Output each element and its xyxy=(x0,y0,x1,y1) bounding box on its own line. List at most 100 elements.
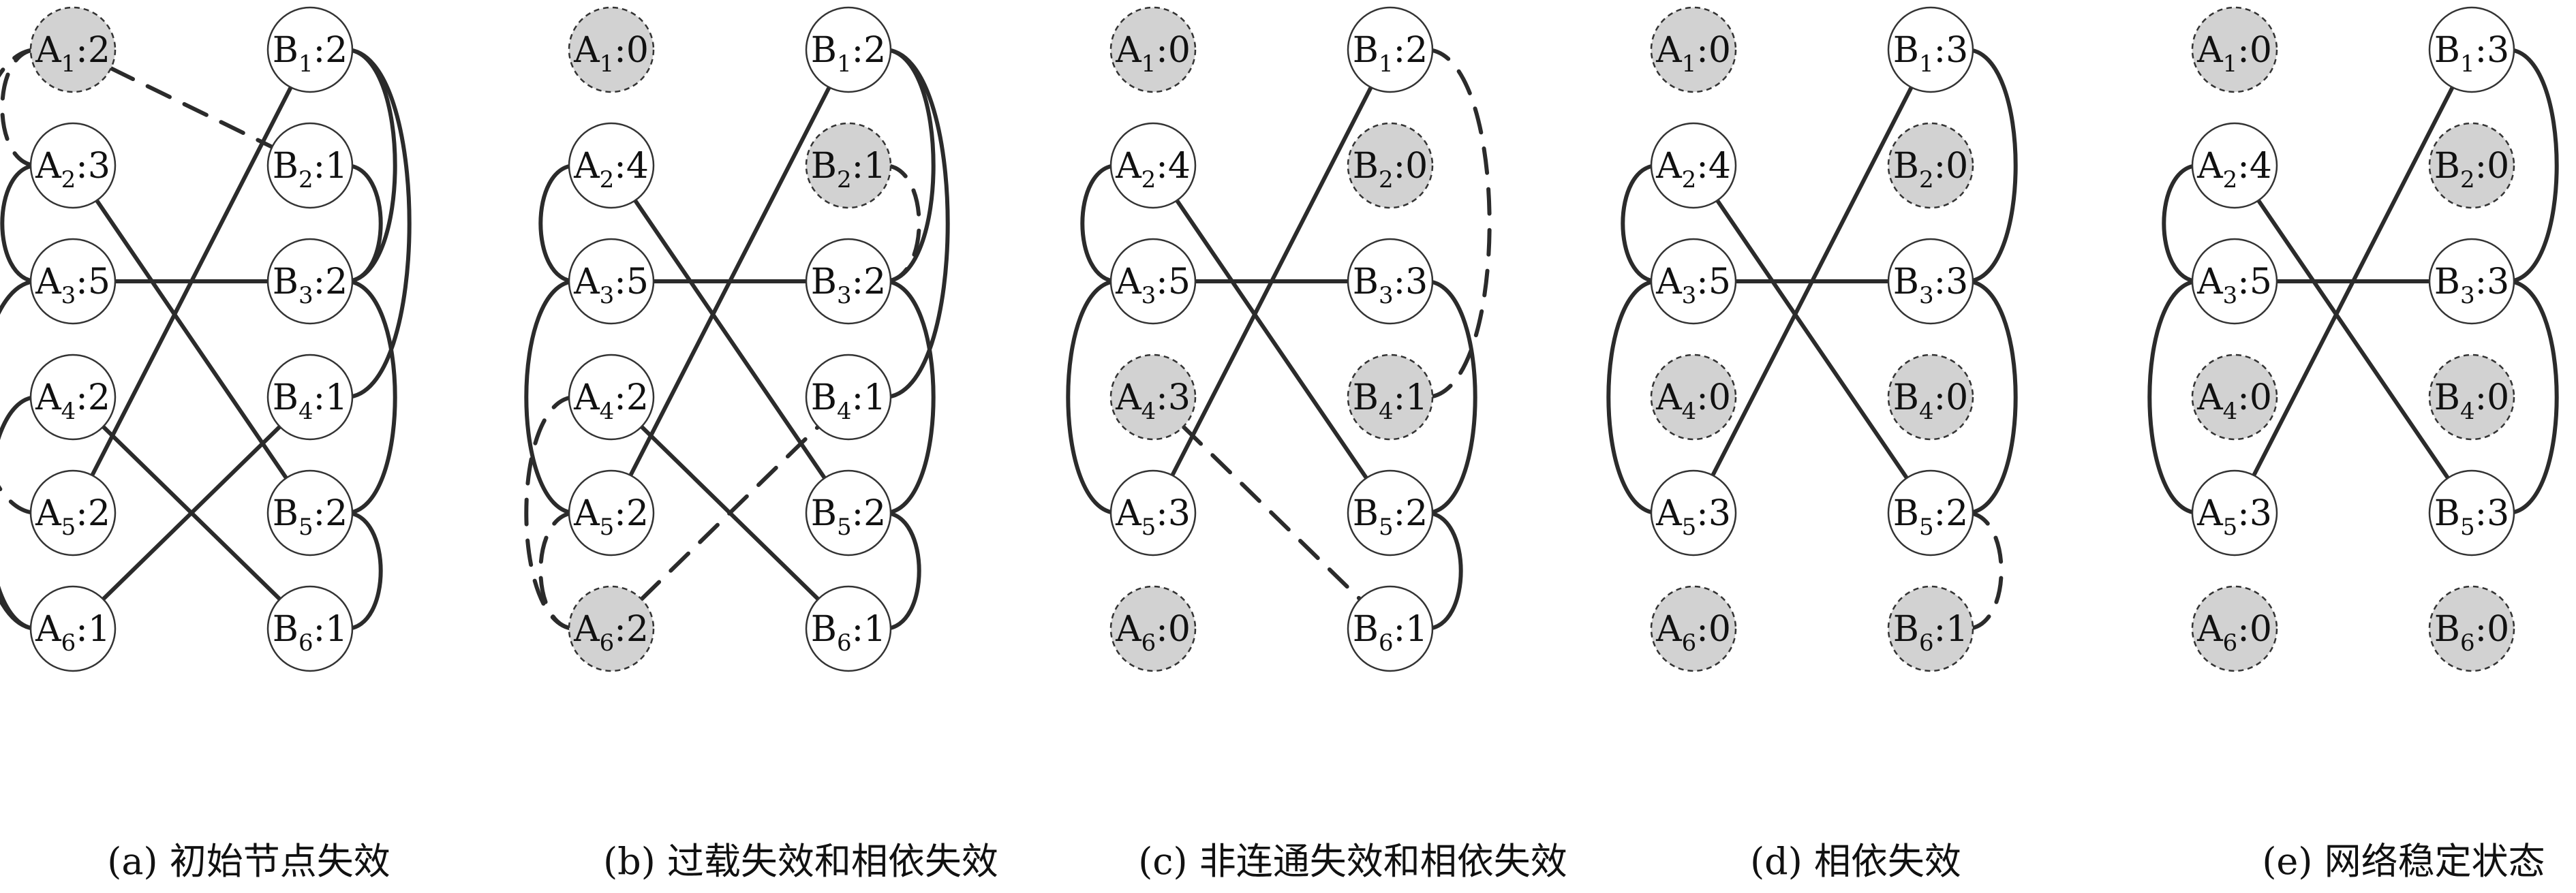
node-value: :3 xyxy=(2475,493,2510,534)
node-index: 1 xyxy=(1141,50,1156,78)
node-value: :3 xyxy=(1696,493,1731,534)
node-index: 2 xyxy=(1919,166,1934,193)
node-index: 4 xyxy=(1682,398,1697,425)
panel-d: A1:0A2:4A3:5A4:0A5:3A6:0B1:3B2:0B3:3B4:0… xyxy=(1606,6,2018,883)
edges xyxy=(1066,48,1492,631)
node-index: 6 xyxy=(1682,629,1697,657)
node-index: 1 xyxy=(1919,50,1934,78)
edge-b3-b5 xyxy=(882,279,936,515)
node-a5: A5:3 xyxy=(1650,469,1737,557)
node-circle xyxy=(568,585,655,672)
node-label: A2:4 xyxy=(1115,146,1191,193)
node-circle xyxy=(1650,585,1737,672)
node-index: 6 xyxy=(61,629,76,657)
node-value: :4 xyxy=(1156,146,1191,187)
node-index: 6 xyxy=(1919,629,1934,657)
node-letter: A xyxy=(35,493,62,534)
node-index: 1 xyxy=(1379,50,1394,78)
node-letter: A xyxy=(1115,609,1142,650)
node-value: :0 xyxy=(1156,609,1191,650)
node-index: 5 xyxy=(61,514,76,541)
node-letter: B xyxy=(1893,262,1919,302)
node-letter: A xyxy=(2196,493,2224,534)
node-value: :0 xyxy=(2475,146,2510,187)
node-letter: B xyxy=(2434,493,2460,534)
node-label: A4:0 xyxy=(1655,377,1731,425)
node-a1: A1:0 xyxy=(568,6,655,93)
node-value: :0 xyxy=(1696,377,1731,418)
node-value: :5 xyxy=(2237,262,2272,302)
node-value: :1 xyxy=(313,609,348,650)
node-circle xyxy=(1347,6,1434,93)
edge-b5-b6 xyxy=(1424,511,1463,631)
node-index: 5 xyxy=(1919,514,1934,541)
edge-a5-b1 xyxy=(628,85,831,477)
node-letter: B xyxy=(273,262,298,302)
edge-b1-b4 xyxy=(1424,48,1492,399)
node-letter: A xyxy=(573,493,600,534)
nodes: A1:0A2:4A3:5A4:3A5:3A6:0B1:2B2:0B3:3B4:1… xyxy=(1109,6,1434,672)
node-value: :2 xyxy=(1394,493,1428,534)
node-letter: A xyxy=(1655,30,1683,71)
node-a1: A1:2 xyxy=(29,6,117,93)
node-value: :2 xyxy=(614,493,649,534)
node-value: :0 xyxy=(2475,609,2510,650)
node-circle xyxy=(568,238,655,325)
node-letter: B xyxy=(1893,493,1919,534)
edge-a4-b6 xyxy=(1181,424,1362,601)
node-index: 5 xyxy=(837,514,852,541)
node-a3: A3:5 xyxy=(1650,238,1737,325)
node-b6: B6:1 xyxy=(805,585,892,672)
nodes: A1:0A2:4A3:5A4:2A5:2A6:2B1:2B2:1B3:2B4:1… xyxy=(568,6,892,672)
node-label: B3:3 xyxy=(1893,262,1968,309)
node-value: :5 xyxy=(614,262,649,302)
node-value: :0 xyxy=(2237,377,2272,418)
node-b3: B3:2 xyxy=(266,238,354,325)
edges xyxy=(524,48,950,631)
node-label: B1:2 xyxy=(811,30,886,78)
node-index: 3 xyxy=(61,282,76,309)
node-label: B6:1 xyxy=(1353,609,1428,657)
node-value: :2 xyxy=(313,493,348,534)
edge-a5-a6 xyxy=(538,511,578,631)
node-letter: B xyxy=(811,377,837,418)
node-letter: B xyxy=(2434,377,2460,418)
node-label: A4:3 xyxy=(1115,377,1191,425)
node-index: 5 xyxy=(298,514,313,541)
node-b3: B3:3 xyxy=(2428,238,2515,325)
node-circle xyxy=(29,238,117,325)
node-label: A4:2 xyxy=(35,377,110,425)
node-letter: B xyxy=(1353,377,1379,418)
edge-a2-b5 xyxy=(632,198,827,480)
panel-caption: (e) 网络稳定状态 xyxy=(2262,840,2545,883)
node-value: :0 xyxy=(1696,30,1731,71)
node-a4: A4:0 xyxy=(2191,354,2278,441)
node-circle xyxy=(266,238,354,325)
node-index: 2 xyxy=(1682,166,1697,193)
edges xyxy=(0,48,412,631)
node-circle xyxy=(2191,238,2278,325)
node-circle xyxy=(2191,6,2278,93)
node-b6: B6:1 xyxy=(1347,585,1434,672)
node-circle xyxy=(805,122,892,209)
node-a2: A2:4 xyxy=(2191,122,2278,209)
node-value: :5 xyxy=(1156,262,1191,302)
edge-a2-a3 xyxy=(0,163,40,283)
node-value: :1 xyxy=(1394,609,1428,650)
node-letter: B xyxy=(273,493,298,534)
node-circle xyxy=(266,354,354,441)
node-index: 1 xyxy=(1682,50,1697,78)
node-value: :1 xyxy=(76,609,110,650)
node-letter: B xyxy=(811,146,837,187)
node-letter: B xyxy=(2434,262,2460,302)
node-circle xyxy=(1650,354,1737,441)
node-label: B3:2 xyxy=(811,262,886,309)
node-b1: B1:2 xyxy=(1347,6,1434,93)
node-index: 2 xyxy=(2223,166,2238,193)
node-b2: B2:0 xyxy=(1887,122,1974,209)
node-circle xyxy=(805,585,892,672)
node-label: B5:2 xyxy=(1893,493,1968,541)
node-letter: A xyxy=(35,609,62,650)
edge-b5-b6 xyxy=(1964,511,2004,631)
